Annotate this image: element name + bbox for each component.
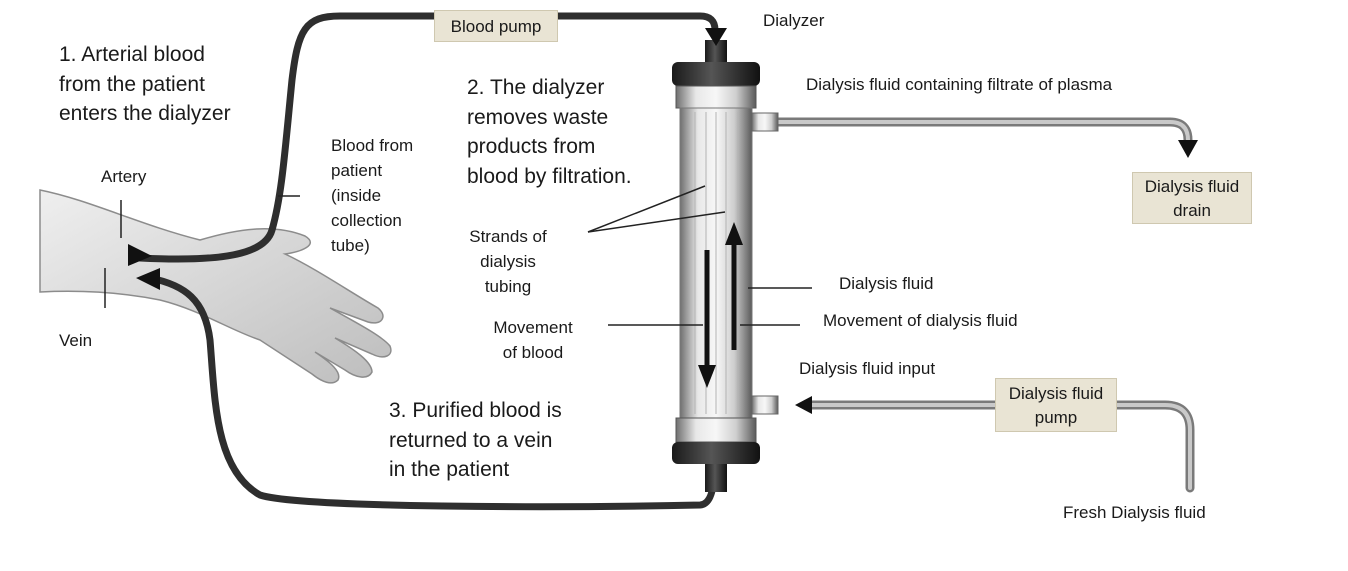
arm-arrows [128, 244, 160, 290]
blood-tubes [136, 12, 719, 511]
movement-of-blood-label: Movement of blood [493, 318, 573, 362]
leader-lines [104, 185, 812, 326]
flow-arrowheads [705, 28, 1198, 414]
dialysis-fluid-pump-box: Dialysis fluid pump [995, 378, 1117, 432]
dialysis-fluid-drain-box: Dialysis fluid drain [1132, 172, 1252, 224]
step-2-text: 2. The dialyzer removes waste products f… [467, 76, 632, 188]
fluid-tubes [755, 117, 1195, 493]
movement-of-dialysis-fluid-label: Movement of dialysis fluid [823, 311, 1018, 330]
dialyzer-label: Dialyzer [763, 11, 825, 30]
dialysis-fluid-label: Dialysis fluid [839, 274, 934, 293]
blood-from-patient-label: Blood from patient (inside collection tu… [331, 136, 414, 255]
step-3-text: 3. Purified blood is returned to a vein … [389, 399, 562, 481]
dialyzer-illustration [672, 40, 779, 492]
blood-pump-box: Blood pump [434, 10, 558, 42]
artery-label: Artery [101, 167, 147, 186]
step-1-text: 1. Arterial blood from the patient enter… [59, 43, 231, 125]
dialysis-fluid-input-label: Dialysis fluid input [799, 359, 936, 378]
filtrate-label: Dialysis fluid containing filtrate of pl… [806, 75, 1113, 94]
vein-label: Vein [59, 331, 93, 350]
fresh-dialysis-fluid-label: Fresh Dialysis fluid [1063, 503, 1206, 522]
arm-hand-illustration [39, 189, 392, 384]
strands-label: Strands of dialysis tubing [469, 227, 547, 296]
